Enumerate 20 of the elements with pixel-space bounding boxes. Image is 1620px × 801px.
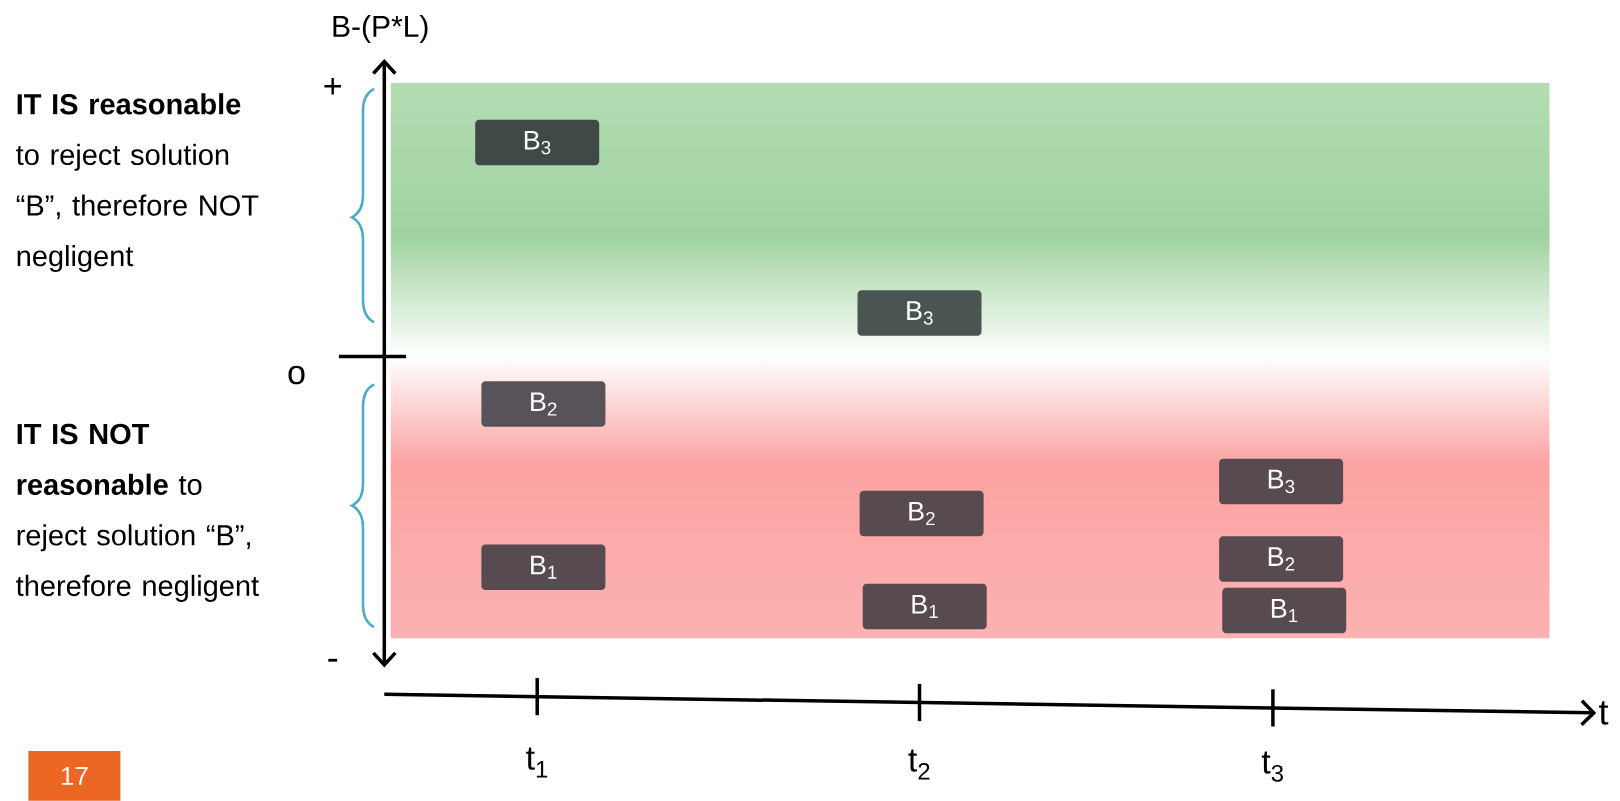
label-box: B$_{1}$ xyxy=(862,583,987,630)
origin-label: o xyxy=(288,365,305,385)
label-box: B$_{2}$ xyxy=(481,381,606,427)
label-box: B$_{2}$ xyxy=(1219,536,1344,582)
sign-label: - xyxy=(328,658,338,662)
description-text: IT IS NOT reasonable to reject solution “B”, therefore negligent xyxy=(16,423,259,602)
tick-label: t$_{1}$ xyxy=(526,747,548,778)
tick-label: t$_{3}$ xyxy=(1261,751,1283,782)
slide-number: 17 xyxy=(28,751,121,801)
description-text: IT IS reasonable to reject solution “B”, therefore NOT negligent xyxy=(16,93,259,273)
label-box: B$_{1}$ xyxy=(481,544,606,590)
axis-label: B-(P*L) xyxy=(333,14,428,43)
label-box: B$_{1}$ xyxy=(1222,587,1347,634)
axis-label: t xyxy=(1599,701,1609,725)
sign-label: + xyxy=(324,78,341,95)
label-box: B$_{3}$ xyxy=(857,290,982,336)
label-box: B$_{3}$ xyxy=(475,119,600,166)
tick-label: t$_{2}$ xyxy=(908,749,930,780)
label-box: B$_{2}$ xyxy=(859,490,984,537)
label-box: B$_{3}$ xyxy=(1219,458,1344,505)
